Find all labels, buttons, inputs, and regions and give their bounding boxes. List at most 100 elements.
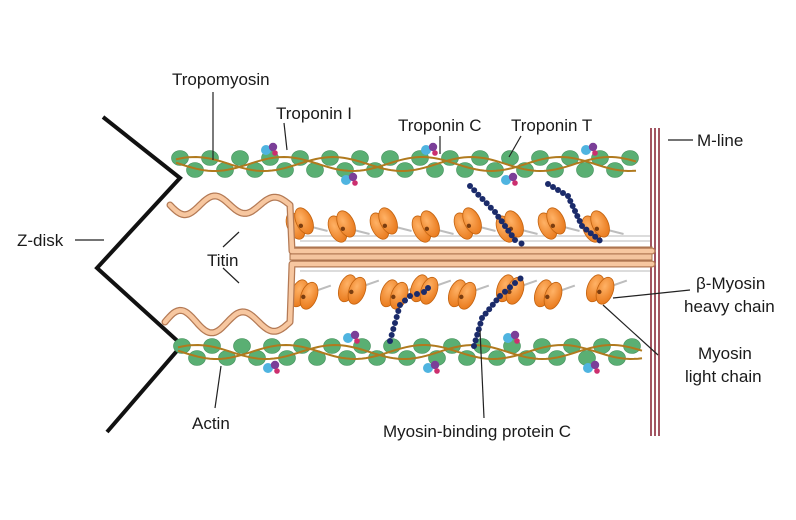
myosin-heavy-chain <box>420 210 440 238</box>
mybpc-bead <box>502 223 508 229</box>
tropomyosin-strand <box>177 343 643 361</box>
myosin-light-chain <box>424 226 430 232</box>
troponin-i <box>268 142 278 152</box>
mybpc-bead <box>387 338 393 344</box>
mybpc-bead <box>479 315 485 321</box>
actin-filament <box>173 330 643 374</box>
troponin-c <box>261 145 271 155</box>
myosin-light-chain <box>594 226 600 232</box>
actin-monomer <box>351 150 369 166</box>
myosin-light-chain <box>340 226 346 232</box>
mybpc-bead <box>395 308 402 314</box>
tropomyosin-strand <box>177 343 643 361</box>
troponin-i <box>590 360 600 370</box>
mybpc-bead <box>505 227 512 234</box>
myosin-head <box>369 207 412 240</box>
actin-filament <box>171 142 639 186</box>
troponin-c <box>341 175 351 185</box>
troponin-t <box>514 338 520 344</box>
troponin-complex <box>501 172 518 186</box>
titin-strand <box>162 261 655 336</box>
troponin-complex <box>583 360 600 374</box>
label-actin: Actin <box>192 414 230 433</box>
mybpc-bead <box>397 302 403 308</box>
label-troponin-i: Troponin I <box>276 104 352 123</box>
troponin-t <box>352 180 358 186</box>
myosin-light-chain <box>466 223 472 229</box>
troponin-complex <box>423 360 440 374</box>
leader-titin-1 <box>222 231 240 248</box>
myosin-light-chain <box>597 289 602 295</box>
myosin-heavy-chain <box>336 210 356 238</box>
myosin-binding-protein-c <box>387 181 603 349</box>
myosin-light-chain <box>298 223 304 229</box>
myosin-head <box>411 210 454 243</box>
mybpc-bead <box>475 191 482 198</box>
myosin-head <box>495 274 538 305</box>
myosin-head <box>327 210 370 243</box>
mybpc-bead <box>560 190 566 196</box>
myosin-head <box>453 207 496 240</box>
mybpc-chain <box>387 285 431 344</box>
mybpc-bead <box>390 326 397 332</box>
troponin-c <box>343 333 353 343</box>
mybpc-bead <box>483 200 490 207</box>
troponin-i <box>588 142 598 152</box>
label-mybpc: Myosin-binding protein C <box>383 422 571 441</box>
troponin-t <box>512 180 518 186</box>
troponin-i <box>508 172 518 182</box>
myosin-light-chain <box>550 223 556 229</box>
actin-monomer <box>576 162 594 178</box>
troponin-complex <box>263 360 280 374</box>
myosin-heavy-chain <box>347 276 367 305</box>
mybpc-bead <box>555 187 561 193</box>
mybpc-bead <box>512 237 518 243</box>
mybpc-bead <box>493 297 500 304</box>
troponin-c <box>421 145 431 155</box>
mybpc-bead <box>482 310 489 317</box>
troponin-c <box>423 363 433 373</box>
leader-troponin-t <box>508 135 522 158</box>
mybpc-bead <box>512 280 518 286</box>
mybpc-bead <box>477 320 484 327</box>
troponin-t <box>592 150 598 156</box>
mybpc-bead <box>474 331 481 338</box>
mybpc-bead <box>497 293 503 299</box>
mybpc-bead <box>402 297 408 304</box>
mybpc-bead <box>479 196 486 202</box>
tropomyosin-strand <box>175 155 637 173</box>
mybpc-bead <box>502 288 508 295</box>
thick-filament-backbone-lower <box>289 253 653 261</box>
label-myosin-light-2: light chain <box>685 367 762 386</box>
mybpc-bead <box>545 181 551 187</box>
troponin-t <box>354 338 360 344</box>
label-beta-myosin-2: heavy chain <box>684 297 775 316</box>
troponin-c <box>583 363 593 373</box>
myosin-heavy-chain <box>457 281 477 310</box>
myosin-head <box>537 207 580 240</box>
mybpc-bead <box>475 326 482 333</box>
mybpc-bead <box>583 226 590 233</box>
troponin-t <box>274 368 280 374</box>
myosin-head <box>533 279 576 310</box>
myosin-head <box>585 274 628 305</box>
mybpc-chain <box>545 181 603 244</box>
mybpc-bead <box>421 289 427 295</box>
mybpc-bead <box>565 193 571 199</box>
label-m-line: M-line <box>697 131 743 150</box>
troponin-i <box>510 330 520 340</box>
label-beta-myosin-1: β-Myosin <box>696 274 765 293</box>
troponin-complex <box>261 142 278 156</box>
leader-mybpc <box>479 329 485 419</box>
myosin-light-chain <box>545 294 550 300</box>
myosin-heavy-chain <box>462 207 482 235</box>
troponin-i <box>428 142 438 152</box>
troponin-i <box>348 172 358 182</box>
troponin-complex <box>503 330 520 344</box>
mybpc-bead <box>486 306 493 313</box>
myosin-light-chain <box>391 294 396 300</box>
mybpc-bead <box>567 198 574 204</box>
mybpc-bead <box>569 203 576 209</box>
